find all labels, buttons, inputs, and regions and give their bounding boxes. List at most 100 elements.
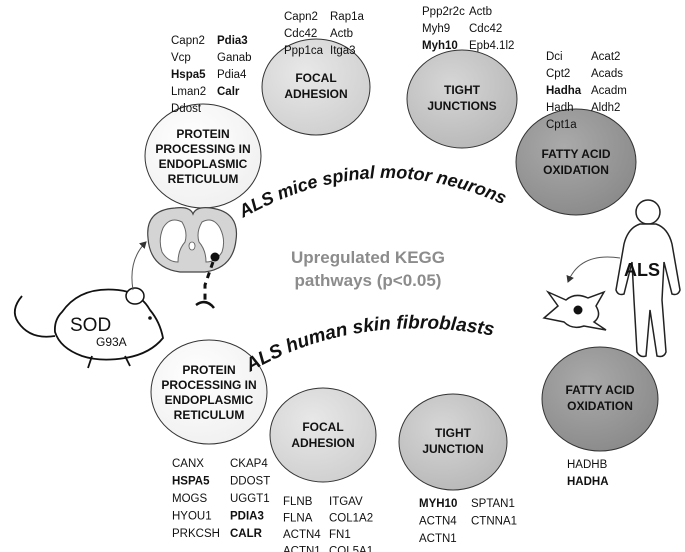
human-label: ALS [624,260,660,280]
fibroblast-cell-icon [542,290,607,331]
spinal-cord-icon [147,207,238,273]
pathway-focal-top: FOCAL ADHESION [261,38,371,136]
pathway-label-line: ADHESION [284,87,347,101]
mouse-icon: SOD G93A [13,287,164,369]
gene-label: Ganab [217,52,252,64]
pathway-label-line: RETICULUM [174,408,245,422]
pathway-label-line: PROTEIN [182,363,235,377]
gene-label: Cdc42 [469,23,502,35]
gene-label: Actb [469,6,492,18]
gene-label: Aldh2 [591,102,620,114]
human-to-cell-arrow [566,256,621,283]
pathway-label-line: TIGHT [435,426,472,440]
gene-label: PDIA3 [230,511,264,523]
gene-label: ACTN1 [283,546,321,552]
gene-label: CALR [230,528,263,540]
center-label-line2: pathways (p<0.05) [295,271,442,290]
gene-label: FLNB [283,496,313,508]
arc-title-mice-text: ALS mice spinal motor neurons [235,162,510,222]
gene-label: Dci [546,51,563,63]
pathway-label-line: FOCAL [302,420,343,434]
mouse-to-cord-arrow [131,241,147,291]
gene-label: Acads [591,68,623,80]
pathway-label-line: ENDOPLASMIC [165,393,254,407]
arc-title-human: ALS human skin fibroblasts [241,312,496,376]
pathway-label-line: OXIDATION [543,163,609,177]
arc-title-mice: ALS mice spinal motor neurons [235,162,510,222]
pathway-label-line: ADHESION [291,436,354,450]
gene-label: UGGT1 [230,493,270,505]
center-label-line1: Upregulated KEGG [291,248,445,267]
gene-label: Pdia4 [217,69,247,81]
gene-label: HADHA [567,476,609,488]
pathway-label-line: FATTY ACID [541,147,610,161]
gene-label: PRKCSH [172,528,220,540]
gene-lists: Capn2VcpHspa5Lman2DdostPdia3GanabPdia4Ca… [171,6,627,552]
pathway-label-line: RETICULUM [168,172,239,186]
pathway-fatty-top: FATTY ACID OXIDATION [515,108,637,216]
gene-label: ACTN4 [419,516,457,528]
human-figure-icon: ALS [615,199,681,358]
gene-label: SPTAN1 [471,498,515,510]
mouse-sublabel: G93A [96,335,127,349]
gene-label: CKAP4 [230,458,268,470]
pathway-focal-bottom: FOCAL ADHESION [269,387,377,483]
gene-label: Ppp2r2c [422,6,465,18]
gene-label: ACTN1 [419,533,457,545]
pathway-er-bottom: PROTEIN PROCESSING IN ENDOPLASMIC RETICU… [150,339,268,445]
gene-label: Acat2 [591,51,620,63]
neuron-terminal [195,300,215,309]
gene-label: Acadm [591,85,627,97]
pathway-label-line: FOCAL [295,71,336,85]
gene-label: Calr [217,86,240,98]
pathway-label-line: JUNCTION [422,442,483,456]
gene-label: Lman2 [171,86,206,98]
gene-label: Actb [330,28,353,40]
gene-label: FN1 [329,529,351,541]
arc-title-human-text: ALS human skin fibroblasts [241,312,496,376]
pathway-er-top: PROTEIN PROCESSING IN ENDOPLASMIC RETICU… [144,103,262,209]
gene-label: CANX [172,458,204,470]
gene-label: Itga3 [330,45,356,57]
gene-label: COL1A2 [329,513,373,525]
gene-label: MOGS [172,493,207,505]
pathway-label-line: FATTY ACID [565,383,634,397]
pathway-fatty-bottom: FATTY ACID OXIDATION [541,346,659,452]
gene-label: DDOST [230,476,270,488]
gene-label: ACTN4 [283,529,321,541]
pathway-tight-bottom: TIGHT JUNCTION [398,393,508,491]
pathway-label-line: PROTEIN [176,127,229,141]
gene-label: Myh9 [422,23,450,35]
gene-label: HYOU1 [172,511,212,523]
gene-label: Capn2 [284,11,318,23]
gene-label: Hadha [546,85,582,97]
gene-label: Pdia3 [217,35,248,47]
pathway-label-line: ENDOPLASMIC [159,157,248,171]
pathway-label-line: PROCESSING IN [161,378,256,392]
gene-label: MYH10 [419,498,457,510]
gene-label: ITGAV [329,496,363,508]
gene-label: HADHB [567,459,608,471]
gene-label: Epb4.1l2 [469,40,514,52]
gene-label: Vcp [171,52,191,64]
gene-label: CTNNA1 [471,516,517,528]
gene-label: Hspa5 [171,69,206,81]
gene-label: COL5A1 [329,546,373,552]
gene-label: FLNA [283,513,313,525]
gene-label: Ddost [171,103,202,115]
mouse-label: SOD [70,315,111,336]
gene-label: Cpt1a [546,119,577,131]
gene-label: Capn2 [171,35,205,47]
pathway-label-line: TIGHT [444,83,481,97]
pathway-tight-top: TIGHT JUNCTIONS [406,49,518,149]
pathway-label-line: PROCESSING IN [155,142,250,156]
gene-label: Cpt2 [546,68,570,80]
gene-label: Ppp1ca [284,45,324,57]
neuron-axon-dashed [203,261,215,300]
gene-label: Rap1a [330,11,364,23]
gene-label: HSPA5 [172,476,210,488]
gene-label: Cdc42 [284,28,317,40]
pathway-label-line: OXIDATION [567,399,633,413]
gene-label: Myh10 [422,40,458,52]
